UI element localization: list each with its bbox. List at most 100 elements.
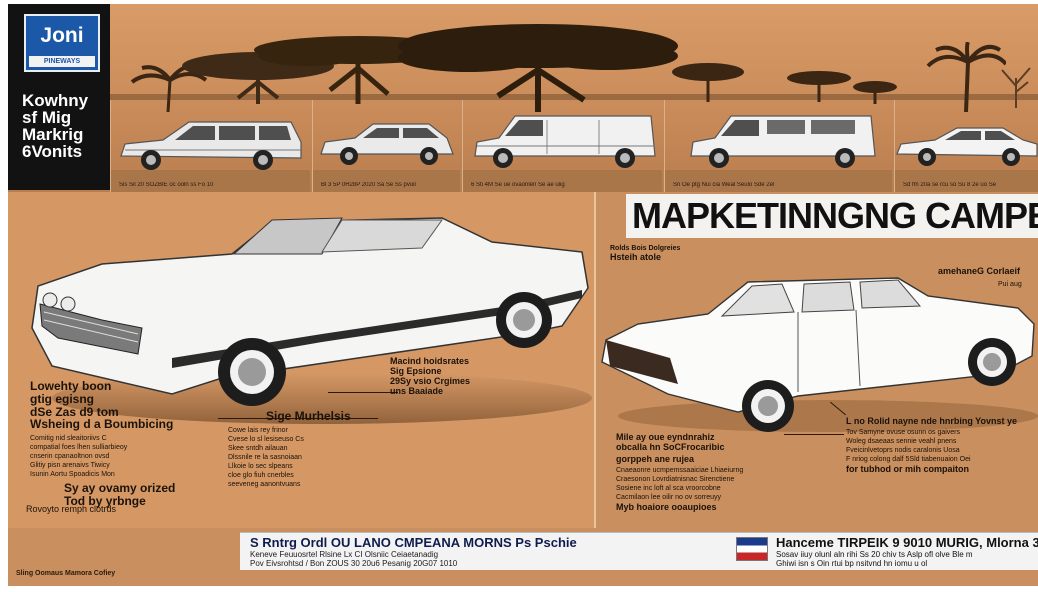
ground: [313, 170, 460, 192]
flag-icon: [736, 537, 768, 561]
convertible-panel: Macind hoidsrates Sig Epsione 29Sy vsio …: [8, 192, 596, 528]
label-center-sub: obcalla hn SoCFrocaribic: [616, 442, 725, 452]
callout-text: Isunin Aortu Spoadicis Mon: [30, 471, 115, 478]
car-panel-van: 6 Sti 4M Se ue ovaonlen Se ae ulig: [462, 100, 662, 192]
acacia-tree-icon: [672, 63, 744, 102]
sedan-car-icon: [601, 277, 1038, 432]
callout-left: Lowehty boon gtig egisng dSe Zas d9 tom: [30, 380, 119, 419]
headline: MAPKETINNGNG CAMPENS: [626, 194, 1038, 238]
spec-text: Bl 3 5P 0H28P 2020 Sa Se Ss pvuil: [321, 182, 416, 188]
callout-text: Cnaeaonre ucmpemssaaiciae Lhiaeiurng: [616, 467, 744, 474]
brand-box: Joni PINEWAYS Kowhny sf Mig Markrig 6Von…: [8, 4, 110, 190]
label-center-tail: Myb hoaiore ooaupioes: [616, 502, 717, 512]
sedan-icon: [320, 123, 454, 165]
spec-text: Sn Oe ptg Nui cia Weal Seulo Sde 2el: [673, 182, 775, 188]
acacia-tree-icon: [398, 24, 678, 112]
ground: [111, 170, 310, 192]
callout-text: Tod by yrbnge: [64, 494, 146, 508]
callout-text: uns Baaiade: [390, 386, 444, 396]
callout-mid-body: Cowe lais rey frinor Cvese lo sl lesiseu…: [228, 426, 304, 489]
logo-subtitle: PINEWAYS: [29, 56, 95, 67]
credit-line: Sling Oomaus Mamora Cofiey: [16, 570, 116, 577]
footer-left: S Rntrg Ordl OU LANO CMPEANA MORNS Ps Ps…: [250, 535, 720, 568]
footer-left-sub: Pov Eivsrohtsd / Bon ZOUS 30 20u6 Pesani…: [250, 559, 458, 568]
sedan-panel: Rolds Bois Dolgreies Hsteih atole amehan…: [598, 238, 1038, 528]
callout-line: [784, 434, 844, 435]
label-center-b: gorppeh ane rujea: [616, 454, 695, 464]
callout-text: Cowe lais rey frinor: [228, 427, 288, 434]
footer-right-sub: Sosav iiuy olunl aln rihi Ss 20 chiv ts …: [776, 550, 973, 559]
callout-text: cloe glo fiuh cnerbles: [228, 472, 294, 479]
car-panel-van-2: Sn Oe ptg Nui cia Weal Seulo Sde 2el: [664, 100, 892, 192]
callout-text: Rolds Bois Dolgreies: [610, 245, 681, 252]
label-right-heading: amehaneG Corlaeif: [938, 266, 1021, 276]
brand-line: Markrig: [22, 125, 84, 144]
callout-text: Cvese lo sl lesiseuso Cs: [228, 436, 304, 443]
logo-name: Joni: [40, 24, 84, 47]
callout-left-heading: Wsheing d a Boumbicing: [30, 417, 174, 431]
footer-right: Hanceme TIRPEIK 9 9010 MURIG, Mlorna 380…: [776, 535, 1038, 568]
palm-tree-icon: [130, 64, 208, 112]
ground: [463, 170, 662, 192]
brand-line: sf Mig: [22, 108, 72, 127]
coupe-icon: [896, 127, 1038, 166]
callout-text: Glitiy pisn arenaivs Tiwicy: [30, 462, 110, 469]
spec-text: Sd fm 20a se rcu so Su 8 2e uo Se: [903, 182, 997, 188]
callout-text: Hsteih atole: [610, 252, 662, 262]
callout-text: Fveicinlvetoprs nodis caralonis Uosa: [846, 447, 960, 454]
label-lower-tail: for tubhod or mih compaiton: [846, 464, 969, 474]
acacia-tree-icon: [853, 81, 897, 104]
label-right-sub: Pui aug: [998, 281, 1022, 288]
acacia-tree-icon: [787, 71, 851, 102]
callout-text: Lowehty boon: [30, 379, 112, 393]
callout-text: Craesonon Lovrdiatnisnac Sirenctiene: [616, 476, 735, 483]
callout-text: gtig egisng: [30, 392, 94, 406]
callout-text: 29Sy vsio Crgimes: [390, 376, 471, 386]
callout-text: compatial foes lhen sulliarbieoy: [30, 444, 128, 451]
convertible-car-icon: [31, 217, 592, 424]
spec-text: 6 Sti 4M Se ue ovaonlen Se ae ulig: [471, 182, 565, 188]
label-lower-body: Tov Samyne ovuse osunn os gaivers Woleg …: [846, 428, 971, 464]
callout-text: Sig Epsione: [390, 366, 442, 376]
footer-bar: S Rntrg Ordl OU LANO CMPEANA MORNS Ps Ps…: [240, 532, 1038, 570]
car-panel-wagon: Sis Sil 20 SOZBIE oc ooln ss Fo 10: [110, 100, 310, 192]
callout-text: F nriog colong dalf 5Sld tiabenuaion Oei: [846, 456, 971, 463]
callout-top: Macind hoidsrates Sig Epsione 29Sy vsio …: [390, 356, 470, 396]
callout-left-body: Comitig nid sleaitoriivs C compatial foe…: [30, 434, 127, 479]
callout-text: Dlssnile re la sasnoiaan: [228, 454, 302, 461]
callout-text: Llkoie lo sec slpeans: [228, 463, 293, 470]
callout-text: Skee sntdh ailauan: [228, 445, 288, 452]
label-top: Rolds Bois Dolgreies Hsteih atole: [610, 244, 680, 262]
ground: [665, 170, 892, 192]
label-lower-heading: L no Rolid nayne nde hnrbing Yovnst ye: [846, 416, 1018, 426]
brand-line: Kowhny: [22, 91, 89, 110]
footnote: Rovoyto remph clotrds: [26, 504, 117, 514]
callout-line: [328, 392, 398, 393]
car-panel-sedan: Bl 3 5P 0H28P 2020 Sa Se Ss pvuil: [312, 100, 460, 192]
callout-text: seeveneg aanontvuans: [228, 481, 301, 488]
callout-mid-heading: Sige Murhelsis: [266, 409, 351, 423]
label-center-body: Cnaeaonre ucmpemssaaiciae Lhiaeiurng Cra…: [616, 466, 743, 502]
footer-right-sub: Ghiwi isn s Oin rtui bp nsitvnd hn iomu …: [776, 559, 928, 568]
marketing-poster: Sis Sil 20 SOZBIE oc ooln ss Fo 10 Bl 3 …: [8, 4, 1038, 586]
brand-line: 6Vonits: [22, 142, 83, 161]
label-center-heading: Mile ay oue eyndnrahiz: [616, 432, 715, 442]
bare-tree-icon: [1001, 67, 1031, 108]
car-panel-coupe: Sd fm 20a se rcu so Su 8 2e uo Se: [894, 100, 1038, 192]
brand-tagline: Kowhny sf Mig Markrig 6Vonits: [22, 92, 108, 160]
ground: [895, 170, 1038, 192]
palm-tree-icon: [926, 42, 1006, 112]
callout-line: [218, 418, 378, 419]
top-banner: Sis Sil 20 SOZBIE oc ooln ss Fo 10 Bl 3 …: [8, 4, 1038, 192]
callout-text: Cacmilaon lee oilir no ov sorreuyy: [616, 494, 722, 501]
footer-left-sub: Keneve Feuuosrtel Rlsine Lx CI Olsniic C…: [250, 550, 439, 559]
brand-logo[interactable]: Joni PINEWAYS: [24, 14, 100, 72]
callout-text: Sy ay ovamy orized: [64, 481, 176, 495]
callout-text: dSe Zas d9 tom: [30, 405, 119, 419]
panel-van-icon: [690, 115, 876, 168]
spec-text: Sis Sil 20 SOZBIE oc ooln ss Fo 10: [119, 182, 214, 188]
panel-van-icon: [474, 115, 656, 168]
callout-text: cnserin cpanaoltnon ovsd: [30, 453, 110, 460]
footer-left-main: S Rntrg Ordl OU LANO CMPEANA MORNS Ps Ps…: [250, 535, 577, 550]
callout-left-tail: Sy ay ovamy orized Tod by yrbnge: [64, 482, 175, 508]
